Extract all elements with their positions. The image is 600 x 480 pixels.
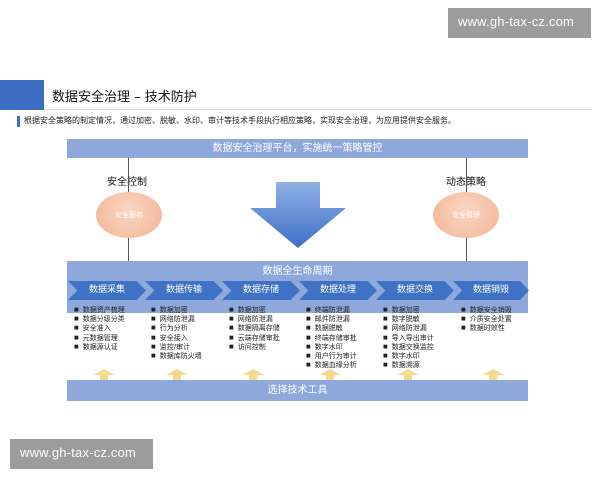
list-item: 数据隔离存储 bbox=[229, 324, 280, 333]
list-item: 数据加密 bbox=[383, 306, 434, 315]
list-item: 用户行为审计 bbox=[306, 352, 357, 361]
list-item: 访问控制 bbox=[229, 343, 280, 352]
platform-bar: 数据安全治理平台，实施统一策略管控 bbox=[67, 139, 528, 158]
connector-left-bottom bbox=[128, 238, 129, 261]
list-item: 数据库防火墙 bbox=[151, 352, 202, 361]
stage-collect: 数据采集 bbox=[68, 281, 146, 300]
up-arrow-icon bbox=[482, 369, 504, 381]
list-item: 网络防泄漏 bbox=[151, 315, 202, 324]
lifecycle-title: 数据全生命周期 bbox=[262, 266, 333, 277]
security-management-circle: 安全管理 bbox=[433, 192, 499, 238]
down-arrow-icon bbox=[250, 182, 346, 248]
destroy-items: 数据安全销毁 介质安全处置 数据时效性 bbox=[461, 306, 512, 334]
up-arrow-icon bbox=[166, 369, 188, 381]
transfer-items: 数据加密 网络防泄漏 行为分析 安全接入 监控/审计 数据库防火墙 bbox=[151, 306, 202, 361]
title-divider bbox=[44, 109, 592, 110]
page-title: 数据安全治理 – 技术防护 bbox=[52, 90, 197, 105]
list-item: 数据脱敏 bbox=[306, 324, 357, 333]
stage-destroy: 数据销毁 bbox=[453, 281, 529, 300]
list-item: 数据安全销毁 bbox=[461, 306, 512, 315]
list-item: 数据源认证 bbox=[74, 343, 125, 352]
up-arrow-icon bbox=[397, 369, 419, 381]
list-item: 介质安全处置 bbox=[461, 315, 512, 324]
stage-exchange: 数据交换 bbox=[376, 281, 454, 300]
up-arrow-icon bbox=[93, 369, 115, 381]
list-item: 数字脱敏 bbox=[383, 315, 434, 324]
connector-right-bottom bbox=[466, 238, 467, 261]
select-tools-bar: 选择技术工具 bbox=[67, 380, 528, 401]
list-item: 行为分析 bbox=[151, 324, 202, 333]
list-item: 监控/审计 bbox=[151, 343, 202, 352]
stage-storage: 数据存储 bbox=[222, 281, 300, 300]
connector-left-top bbox=[128, 158, 129, 192]
exchange-items: 数据加密 数字脱敏 网络防泄漏 导入导出审计 数据交换监控 数字水印 数据溯源 bbox=[383, 306, 434, 370]
list-item: 数字水印 bbox=[383, 352, 434, 361]
list-item: 数据时效性 bbox=[461, 324, 512, 333]
list-item: 安全准入 bbox=[74, 324, 125, 333]
security-service-circle: 安全服务 bbox=[96, 192, 162, 238]
connector-right-top bbox=[466, 158, 467, 192]
up-arrow-icon bbox=[242, 369, 264, 381]
list-item: 导入导出审计 bbox=[383, 334, 434, 343]
up-arrow-icon bbox=[319, 369, 341, 381]
stage-process: 数据处理 bbox=[299, 281, 377, 300]
list-item: 数据加密 bbox=[229, 306, 280, 315]
list-item: 终端存储审批 bbox=[306, 334, 357, 343]
list-item: 数据加密 bbox=[151, 306, 202, 315]
watermark-bottom: www.gh-tax-cz.com bbox=[10, 439, 153, 469]
watermark-top: www.gh-tax-cz.com bbox=[448, 8, 591, 38]
storage-items: 数据加密 网络防泄漏 数据隔离存储 云端存储审批 访问控制 bbox=[229, 306, 280, 352]
security-control-label: 安全控制 bbox=[107, 177, 147, 188]
list-item: 数据资产梳理 bbox=[74, 306, 125, 315]
list-item: 云端存储审批 bbox=[229, 334, 280, 343]
list-item: 邮件防泄漏 bbox=[306, 315, 357, 324]
list-item: 元数据管理 bbox=[74, 334, 125, 343]
lifecycle-band bbox=[67, 261, 528, 313]
collect-items: 数据资产梳理 数据分级分类 安全准入 元数据管理 数据源认证 bbox=[74, 306, 125, 352]
list-item: 网络防泄漏 bbox=[383, 324, 434, 333]
list-item: 安全接入 bbox=[151, 334, 202, 343]
list-item: 网络防泄漏 bbox=[229, 315, 280, 324]
stage-transfer: 数据传输 bbox=[145, 281, 223, 300]
title-accent-bar bbox=[0, 80, 44, 110]
list-item: 数据交换监控 bbox=[383, 343, 434, 352]
page-subtitle: 根据安全策略的制定情况，通过加密、脱敏、水印、审计等技术手段执行相应策略，实现安… bbox=[24, 116, 456, 125]
process-items: 终端防泄漏 邮件防泄漏 数据脱敏 终端存储审批 数字水印 用户行为审计 数据血缘… bbox=[306, 306, 357, 370]
list-item: 数据溯源 bbox=[383, 361, 434, 370]
subtitle-marker bbox=[17, 116, 20, 127]
list-item: 数据分级分类 bbox=[74, 315, 125, 324]
list-item: 终端防泄漏 bbox=[306, 306, 357, 315]
list-item: 数据血缘分析 bbox=[306, 361, 357, 370]
list-item: 数字水印 bbox=[306, 343, 357, 352]
